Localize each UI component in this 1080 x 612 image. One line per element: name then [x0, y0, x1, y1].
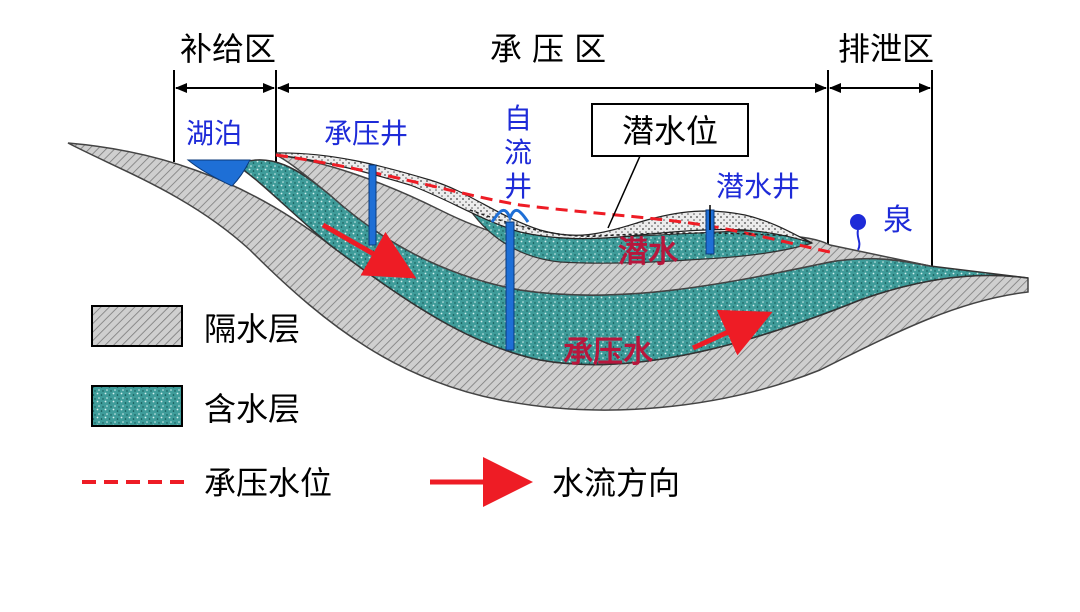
confined-well-label: 承压井 [324, 117, 408, 150]
artesian-well-label-2: 流 [504, 136, 532, 169]
legend-aquifer-swatch [92, 386, 182, 426]
cross-section [68, 143, 1028, 410]
zone-confined-label: 承 压 区 [490, 30, 606, 68]
phreatic-well-label: 潜水井 [716, 170, 800, 203]
legend-flow-direction-label: 水流方向 [552, 464, 680, 502]
spring-label: 泉 [883, 203, 913, 238]
spring-icon [850, 214, 866, 250]
confined-water-label: 承压水 [563, 335, 654, 370]
confined-well-pipe [369, 165, 376, 245]
legend-confined-level-label: 承压水位 [204, 464, 332, 502]
artesian-well-label-3: 井 [504, 170, 532, 203]
zone-recharge-label: 补给区 [180, 30, 276, 68]
artesian-well-label-1: 自 [504, 102, 532, 135]
phreatic-water-label: 潜水 [618, 235, 679, 270]
artesian-well-pipe [506, 222, 514, 350]
legend-aquifer-label: 含水层 [204, 390, 300, 428]
legend-aquiclude-swatch [92, 306, 182, 346]
water-table-callout: 潜水位 [592, 104, 748, 228]
lake-label: 湖泊 [186, 117, 242, 150]
zone-headers: 补给区 承 压 区 排泄区 [180, 30, 934, 68]
water-table-label: 潜水位 [622, 112, 718, 150]
legend-aquiclude-label: 隔水层 [204, 310, 300, 348]
zone-discharge-label: 排泄区 [838, 30, 934, 68]
